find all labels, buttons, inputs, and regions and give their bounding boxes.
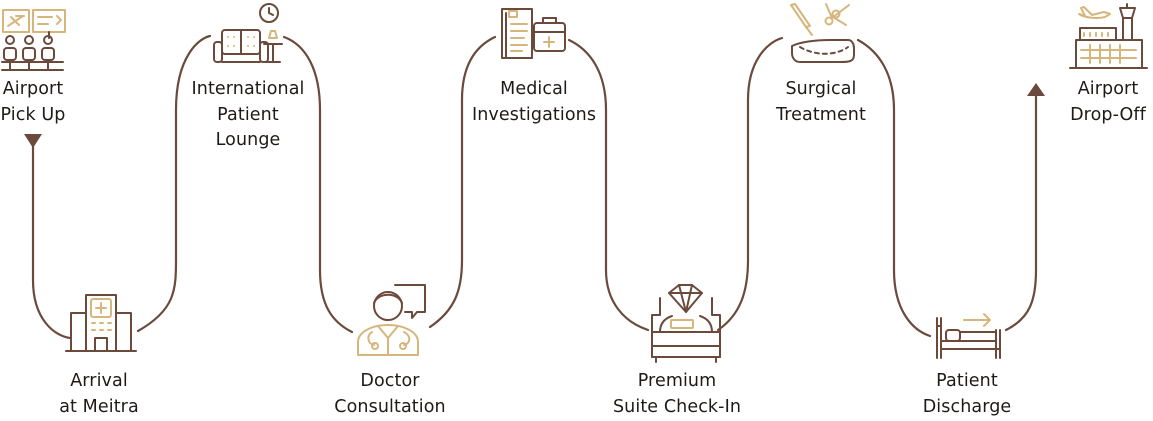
step-label-medical-investigations: Medical Investigations (449, 77, 619, 128)
label-line: Discharge (922, 396, 1012, 417)
label-line: Treatment (776, 104, 866, 125)
label-line: Drop-Off (1070, 104, 1146, 125)
hospital-building-icon (65, 294, 137, 352)
label-line: Premium (637, 371, 717, 391)
step-label-doctor-consultation: Doctor Consultation (305, 369, 475, 420)
label-line: Patient (217, 104, 279, 125)
label-line: Pick Up (0, 104, 66, 125)
label-line: Airport (2, 79, 64, 99)
lounge-sofa-icon (213, 3, 283, 63)
journey-path (856, 38, 932, 338)
start-arrow-icon (24, 134, 42, 148)
doctor-icon (357, 284, 426, 356)
journey-path (282, 35, 354, 334)
surgical-tools-icon (790, 3, 855, 63)
label-line: Arrival (70, 371, 128, 391)
step-label-airport-pickup: Airport Pick Up (0, 77, 118, 128)
label-line: Doctor (360, 371, 420, 391)
label-line: Patient (936, 371, 998, 391)
airport-tower-icon (1069, 3, 1148, 69)
step-label-surgical-treatment: Surgical Treatment (736, 77, 906, 128)
journey-path (716, 36, 784, 332)
journey-path (31, 144, 72, 340)
patient-bed-discharge-icon (936, 313, 1001, 359)
label-line: Medical (500, 79, 568, 99)
label-line: Lounge (215, 130, 281, 150)
journey-path (428, 35, 497, 329)
step-label-patient-discharge: Patient Discharge (882, 369, 1052, 420)
label-line: Airport (1077, 79, 1139, 99)
label-line: at Meitra (59, 396, 139, 417)
label-line: Consultation (334, 396, 446, 417)
end-arrow-icon (1027, 83, 1045, 96)
label-line: International (191, 79, 305, 99)
label-line: Surgical (785, 79, 857, 99)
journey-path (567, 38, 650, 332)
journey-path (1004, 94, 1038, 332)
medical-report-icon (501, 8, 566, 59)
label-line: Suite Check-In (612, 396, 742, 417)
step-label-premium-suite: Premium Suite Check-In (592, 369, 762, 420)
airport-terminal-icon (1, 9, 66, 71)
journey-path (136, 34, 212, 333)
label-line: Investigations (471, 104, 597, 125)
step-label-arrival: Arrival at Meitra (14, 369, 184, 420)
premium-bed-diamond-icon (651, 284, 721, 363)
step-label-airport-dropoff: Airport Drop-Off (1023, 77, 1153, 128)
step-label-lounge: International Patient Lounge (163, 77, 333, 154)
